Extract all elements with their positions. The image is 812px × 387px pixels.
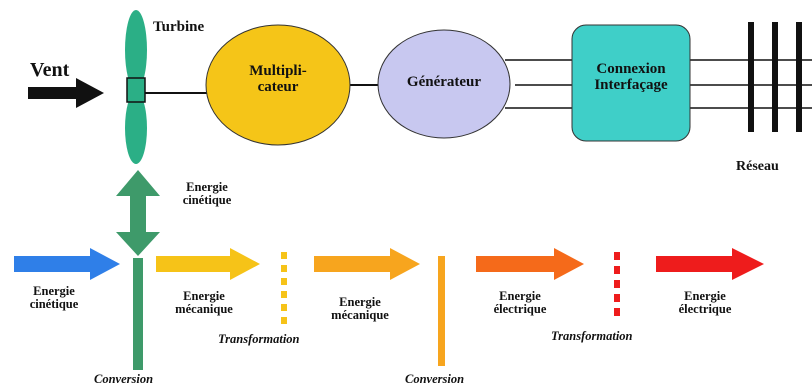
conversion-label-2: Conversion: [405, 372, 465, 386]
wind-label: Vent: [30, 59, 70, 81]
conversion-line-1: [133, 258, 143, 370]
blue-arrow: [14, 248, 120, 280]
orange-arrow-1: [314, 248, 420, 280]
stage2-label: Energie mécanique: [175, 289, 233, 317]
generator-shape: [377, 29, 511, 139]
turbine-label: Turbine: [153, 19, 205, 35]
red-arrow: [656, 248, 764, 280]
green-double-arrow: [116, 170, 160, 256]
conversion-line-2: [438, 256, 445, 366]
grid-label: Réseau: [736, 159, 779, 174]
multiplier-label: Multipli- cateur: [249, 63, 307, 95]
stage4-label: Energie électrique: [493, 289, 547, 317]
stage5-label: Energie électrique: [678, 289, 732, 317]
stage3-label: Energie mécanique: [331, 295, 389, 323]
generator-connection-lines: [505, 59, 575, 109]
stage1-label: Energie cinétique: [29, 284, 79, 312]
transformation-label-2: Transformation: [551, 329, 633, 343]
yellow-arrow: [156, 248, 260, 280]
kinetic-energy-label-top: Energie cinétique: [182, 180, 232, 208]
multiplier-shape: [205, 24, 351, 146]
orange-arrow-2: [476, 248, 584, 280]
turbine-blades: [125, 10, 147, 164]
connection-label: Connexion Interfaçage: [594, 61, 668, 93]
conversion-label-1: Conversion: [94, 372, 154, 386]
transformation-label-1: Transformation: [218, 332, 300, 346]
turbine-hub: [126, 77, 146, 103]
connection-box: [571, 24, 691, 142]
grid-busbars: [748, 22, 802, 132]
wind-arrow: [28, 78, 104, 108]
generator-label: Générateur: [406, 74, 482, 90]
